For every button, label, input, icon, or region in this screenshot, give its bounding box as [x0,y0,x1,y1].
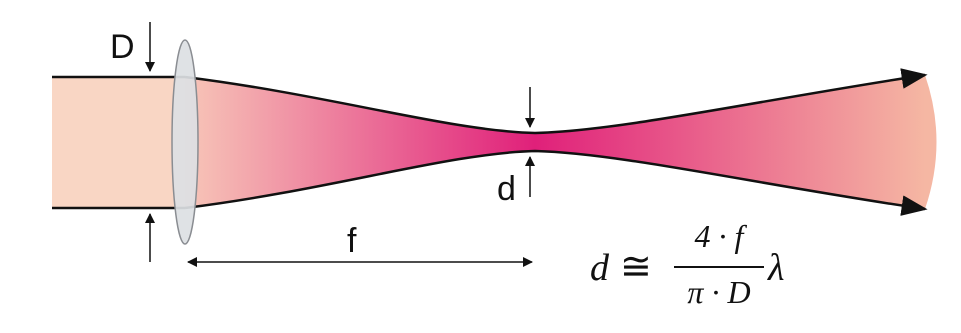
converging-beam [185,77,535,208]
beam-upper-edge-arrow [184,68,928,135]
spot-size-formula: d ≅ 4 · f π · D λ [590,218,790,318]
formula-approx-sign: ≅ [620,246,652,288]
lens-icon [171,39,199,245]
formula-numerator: 4 · f [694,218,744,254]
formula-lhs: d [590,247,609,289]
label-f: f [347,222,357,260]
diverging-beam [535,75,937,209]
input-beam [52,77,185,208]
formula-denominator: π · D [687,274,751,310]
formula-fraction-bar [674,266,764,268]
label-D: D [110,28,135,66]
label-d: d [497,170,516,208]
beam-lower-edge-arrow [184,149,928,216]
formula-lambda: λ [768,247,785,289]
